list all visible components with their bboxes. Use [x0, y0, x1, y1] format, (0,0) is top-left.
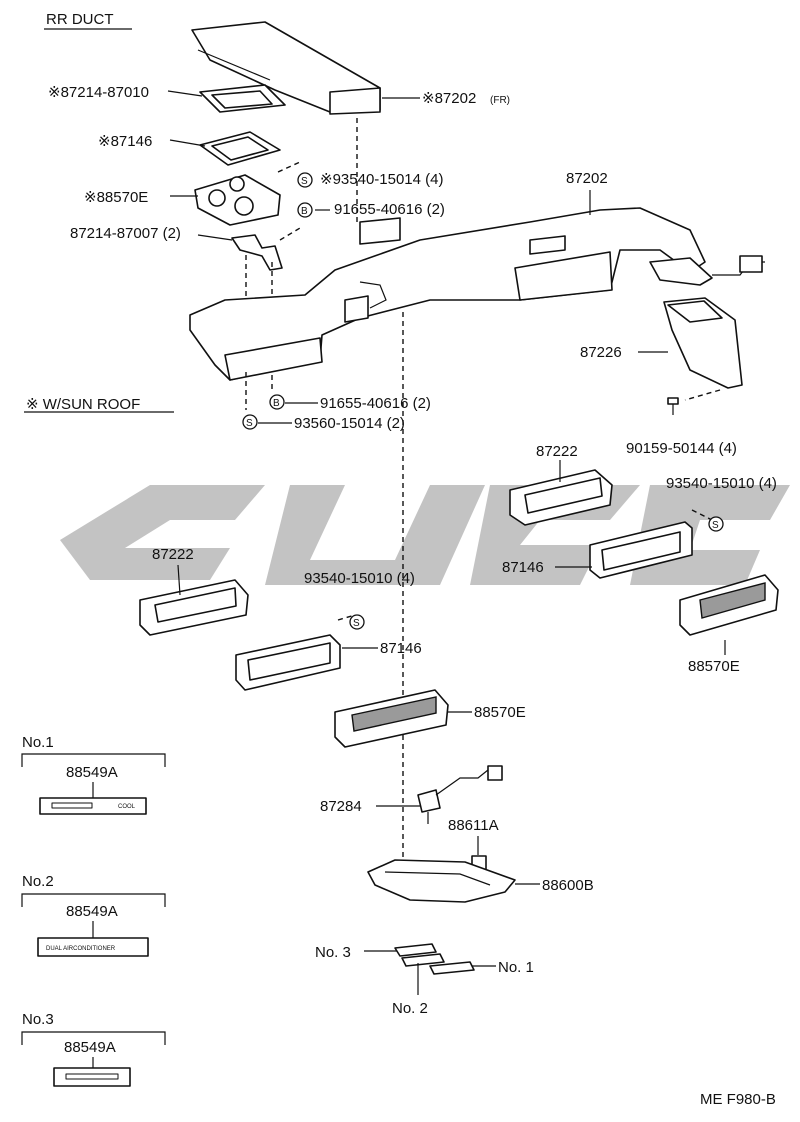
callout-87284: 87284	[320, 798, 362, 815]
plate-text: COOL	[118, 804, 136, 810]
callout-no2: No. 2	[392, 1000, 428, 1017]
gasket-87146-top	[199, 131, 281, 166]
fastener-s-3: S	[708, 516, 724, 532]
callout-87214-87010: ※87214-87010	[48, 84, 149, 101]
callout-88611a: 88611A	[448, 817, 499, 834]
rear-duct-87202	[189, 207, 765, 381]
fastener-s-1: S	[297, 172, 313, 188]
callout-88570e-right: 88570E	[688, 658, 740, 675]
plate-inset-no2: No.2 88549A DUAL AIRCONDITIONER	[21, 873, 166, 957]
assembly-line-3	[279, 227, 301, 241]
gasket-87214-87010	[199, 84, 286, 113]
callout-no1: No. 1	[498, 959, 534, 976]
bezel-87222-right	[509, 469, 613, 526]
bezel-87222-left	[139, 579, 249, 636]
fastener-s-4: S	[349, 614, 365, 630]
callout-87202-fr: ※87202	[422, 90, 476, 107]
callout-87146-mid: 87146	[380, 640, 422, 657]
callout-91655-40616-b: 91655-40616 (2)	[320, 395, 431, 412]
screw-90159-50144	[667, 397, 679, 415]
svg-text:S: S	[712, 520, 719, 531]
plate-part-number: 88549A	[66, 903, 118, 920]
callout-87222-right: 87222	[536, 443, 578, 460]
diagram-code: ME F980-B	[700, 1091, 776, 1108]
plate-inset-no1: No.1 88549A COOL	[21, 734, 166, 815]
callout-93560-15014: 93560-15014 (2)	[294, 415, 405, 432]
callout-no3: No. 3	[315, 944, 351, 961]
callout-88570e-mid: 88570E	[474, 704, 526, 721]
assembly-line-8	[684, 389, 721, 401]
plate-text: DUAL AIRCONDITIONER	[46, 946, 116, 952]
fastener-s-2: S	[242, 414, 258, 430]
callout-87146-top: ※87146	[98, 133, 152, 150]
plate-title: No.2	[22, 873, 54, 890]
svg-text:S: S	[353, 618, 360, 629]
bracket-87214-87007	[231, 234, 283, 271]
callout-87222-left: 87222	[152, 546, 194, 563]
callout-93540-15010-mid: 93540-15010 (4)	[304, 570, 415, 587]
svg-text:S: S	[301, 176, 308, 187]
sunroof-note: ※ W/SUN ROOF	[26, 396, 140, 413]
fastener-b-2: B	[269, 394, 285, 410]
callout-91655-40616-a: 91655-40616 (2)	[334, 201, 445, 218]
assembly-line-2	[277, 161, 301, 173]
plate-no2-small	[401, 953, 445, 967]
gasket-87146-right	[589, 521, 693, 579]
lamp-housing-88600b	[367, 859, 516, 903]
callout-88570e-top: ※88570E	[84, 189, 148, 206]
front-duct-87202	[191, 21, 381, 115]
fastener-b-1: B	[297, 202, 313, 218]
callout-93540-15010-right: 93540-15010 (4)	[666, 475, 777, 492]
plate-no1-small	[429, 961, 475, 975]
plate-title: No.3	[22, 1011, 54, 1028]
callout-87202: 87202	[566, 170, 608, 187]
callout-90159-50144: 90159-50144 (4)	[626, 440, 737, 457]
svg-text:B: B	[301, 206, 308, 217]
leader-lines	[167, 90, 726, 995]
register-88570e-top	[194, 174, 281, 226]
callout-88600b: 88600B	[542, 877, 594, 894]
plate-title: No.1	[22, 734, 54, 751]
plate-no3-small	[394, 943, 437, 957]
svg-text:B: B	[273, 398, 280, 409]
plate-part-number: 88549A	[66, 764, 118, 781]
plate-inset-no3: No.3 88549A	[21, 1011, 166, 1087]
callout-87202-fr-suffix: (FR)	[490, 95, 510, 106]
section-title: RR DUCT	[46, 11, 114, 28]
callout-93540-15014: ※93540-15014 (4)	[320, 171, 444, 188]
gasket-87146-mid	[235, 634, 341, 691]
register-88570e-mid	[334, 689, 449, 748]
register-88570e-right	[679, 574, 779, 636]
callout-87226: 87226	[580, 344, 622, 361]
side-duct-87226	[663, 297, 743, 389]
plate-part-number: 88549A	[64, 1039, 116, 1056]
socket-87284	[417, 765, 503, 824]
assembly-line-9	[691, 509, 713, 521]
callout-87146-right: 87146	[502, 559, 544, 576]
svg-text:S: S	[246, 418, 253, 429]
assembly-line-10	[337, 614, 356, 621]
callout-87214-87007: 87214-87007 (2)	[70, 225, 181, 242]
